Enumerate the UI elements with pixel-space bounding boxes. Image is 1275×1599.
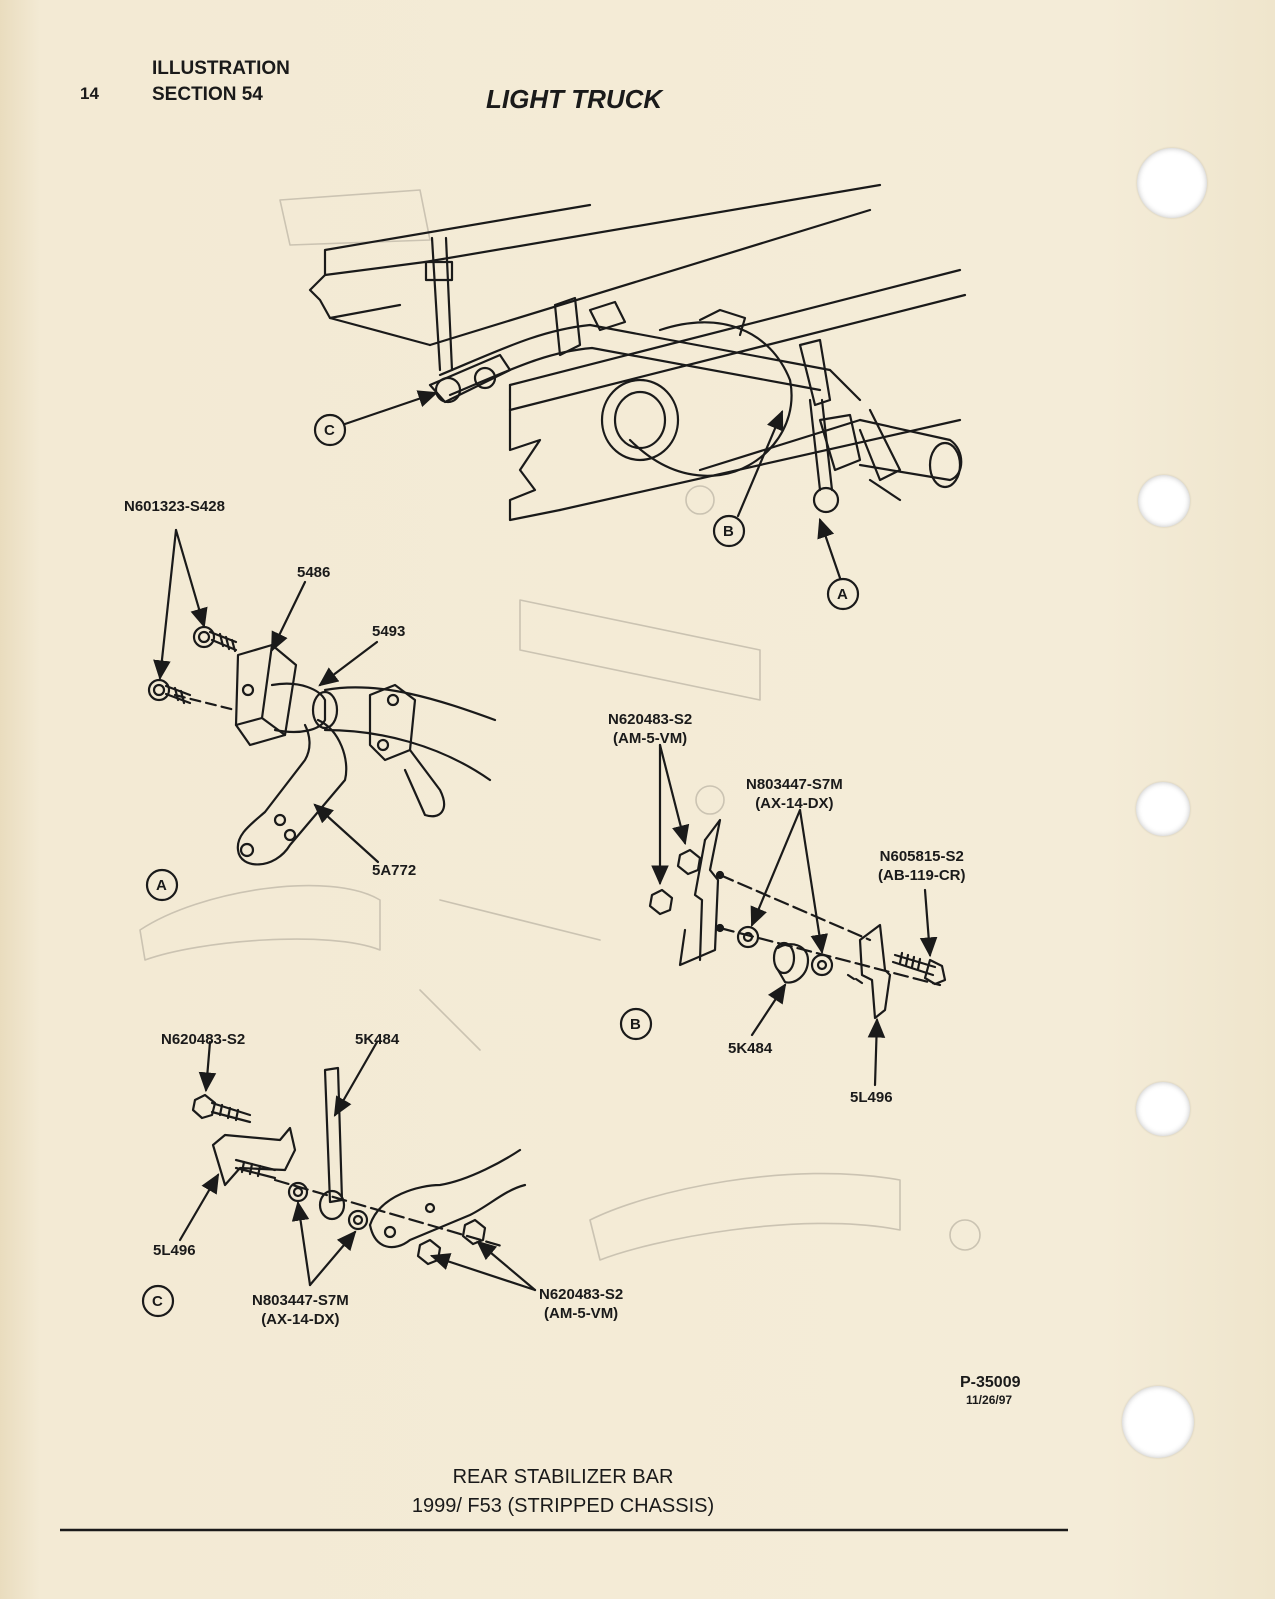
view-a-label: A bbox=[156, 877, 167, 894]
callout-c-washer: N803447-S7M (AX-14-DX) bbox=[252, 1292, 349, 1328]
caption-title: REAR STABILIZER BAR bbox=[452, 1466, 674, 1488]
binder-hole-3 bbox=[1136, 782, 1190, 836]
binder-hole-2 bbox=[1138, 475, 1190, 527]
view-c-drawing bbox=[178, 1040, 537, 1292]
callout-a-bar: 5A772 bbox=[372, 862, 417, 879]
binder-hole-5 bbox=[1122, 1386, 1194, 1458]
callout-c-bracket: 5L496 bbox=[153, 1242, 196, 1259]
ghost-print bbox=[139, 189, 981, 1261]
view-b-marker-label: B bbox=[723, 523, 734, 540]
callout-b-washer: N803447-S7M (AX-14-DX) bbox=[746, 776, 843, 812]
illustration-label: ILLUSTRATION bbox=[152, 58, 290, 79]
callout-c-bolt: N620483-S2 bbox=[161, 1031, 246, 1048]
callout-a-bracket: 5486 bbox=[297, 564, 331, 581]
view-c-label: C bbox=[152, 1293, 163, 1310]
view-a-marker-label: A bbox=[837, 586, 848, 603]
caption-subtitle: 1999/ F53 (STRIPPED CHASSIS) bbox=[411, 1495, 715, 1517]
binder-hole-1 bbox=[1137, 148, 1207, 218]
callout-b-nut: N620483-S2 (AM-5-VM) bbox=[608, 711, 693, 747]
callout-b-link: 5K484 bbox=[728, 1040, 773, 1057]
callout-a-bolt: N601323-S428 bbox=[124, 498, 225, 515]
callout-c-nut: N620483-S2 (AM-5-VM) bbox=[539, 1286, 624, 1322]
page-title: LIGHT TRUCK bbox=[486, 84, 663, 114]
figure-date: 11/26/97 bbox=[966, 1393, 1013, 1407]
callout-c-link: 5K484 bbox=[355, 1031, 400, 1048]
page-number: 14 bbox=[80, 84, 99, 103]
view-b-label: B bbox=[630, 1016, 641, 1033]
callout-a-bushing: 5493 bbox=[372, 623, 406, 640]
section-label: SECTION 54 bbox=[152, 84, 263, 105]
binder-hole-4 bbox=[1136, 1082, 1190, 1136]
main-assembly bbox=[308, 183, 967, 522]
view-c-marker-label: C bbox=[324, 422, 335, 439]
view-a-drawing bbox=[147, 528, 497, 866]
view-b-drawing bbox=[648, 743, 947, 1087]
figure-part-number: P-35009 bbox=[960, 1374, 1021, 1391]
callout-b-bracket: 5L496 bbox=[850, 1089, 893, 1106]
callout-b-bolt: N605815-S2 (AB-119-CR) bbox=[878, 848, 966, 884]
